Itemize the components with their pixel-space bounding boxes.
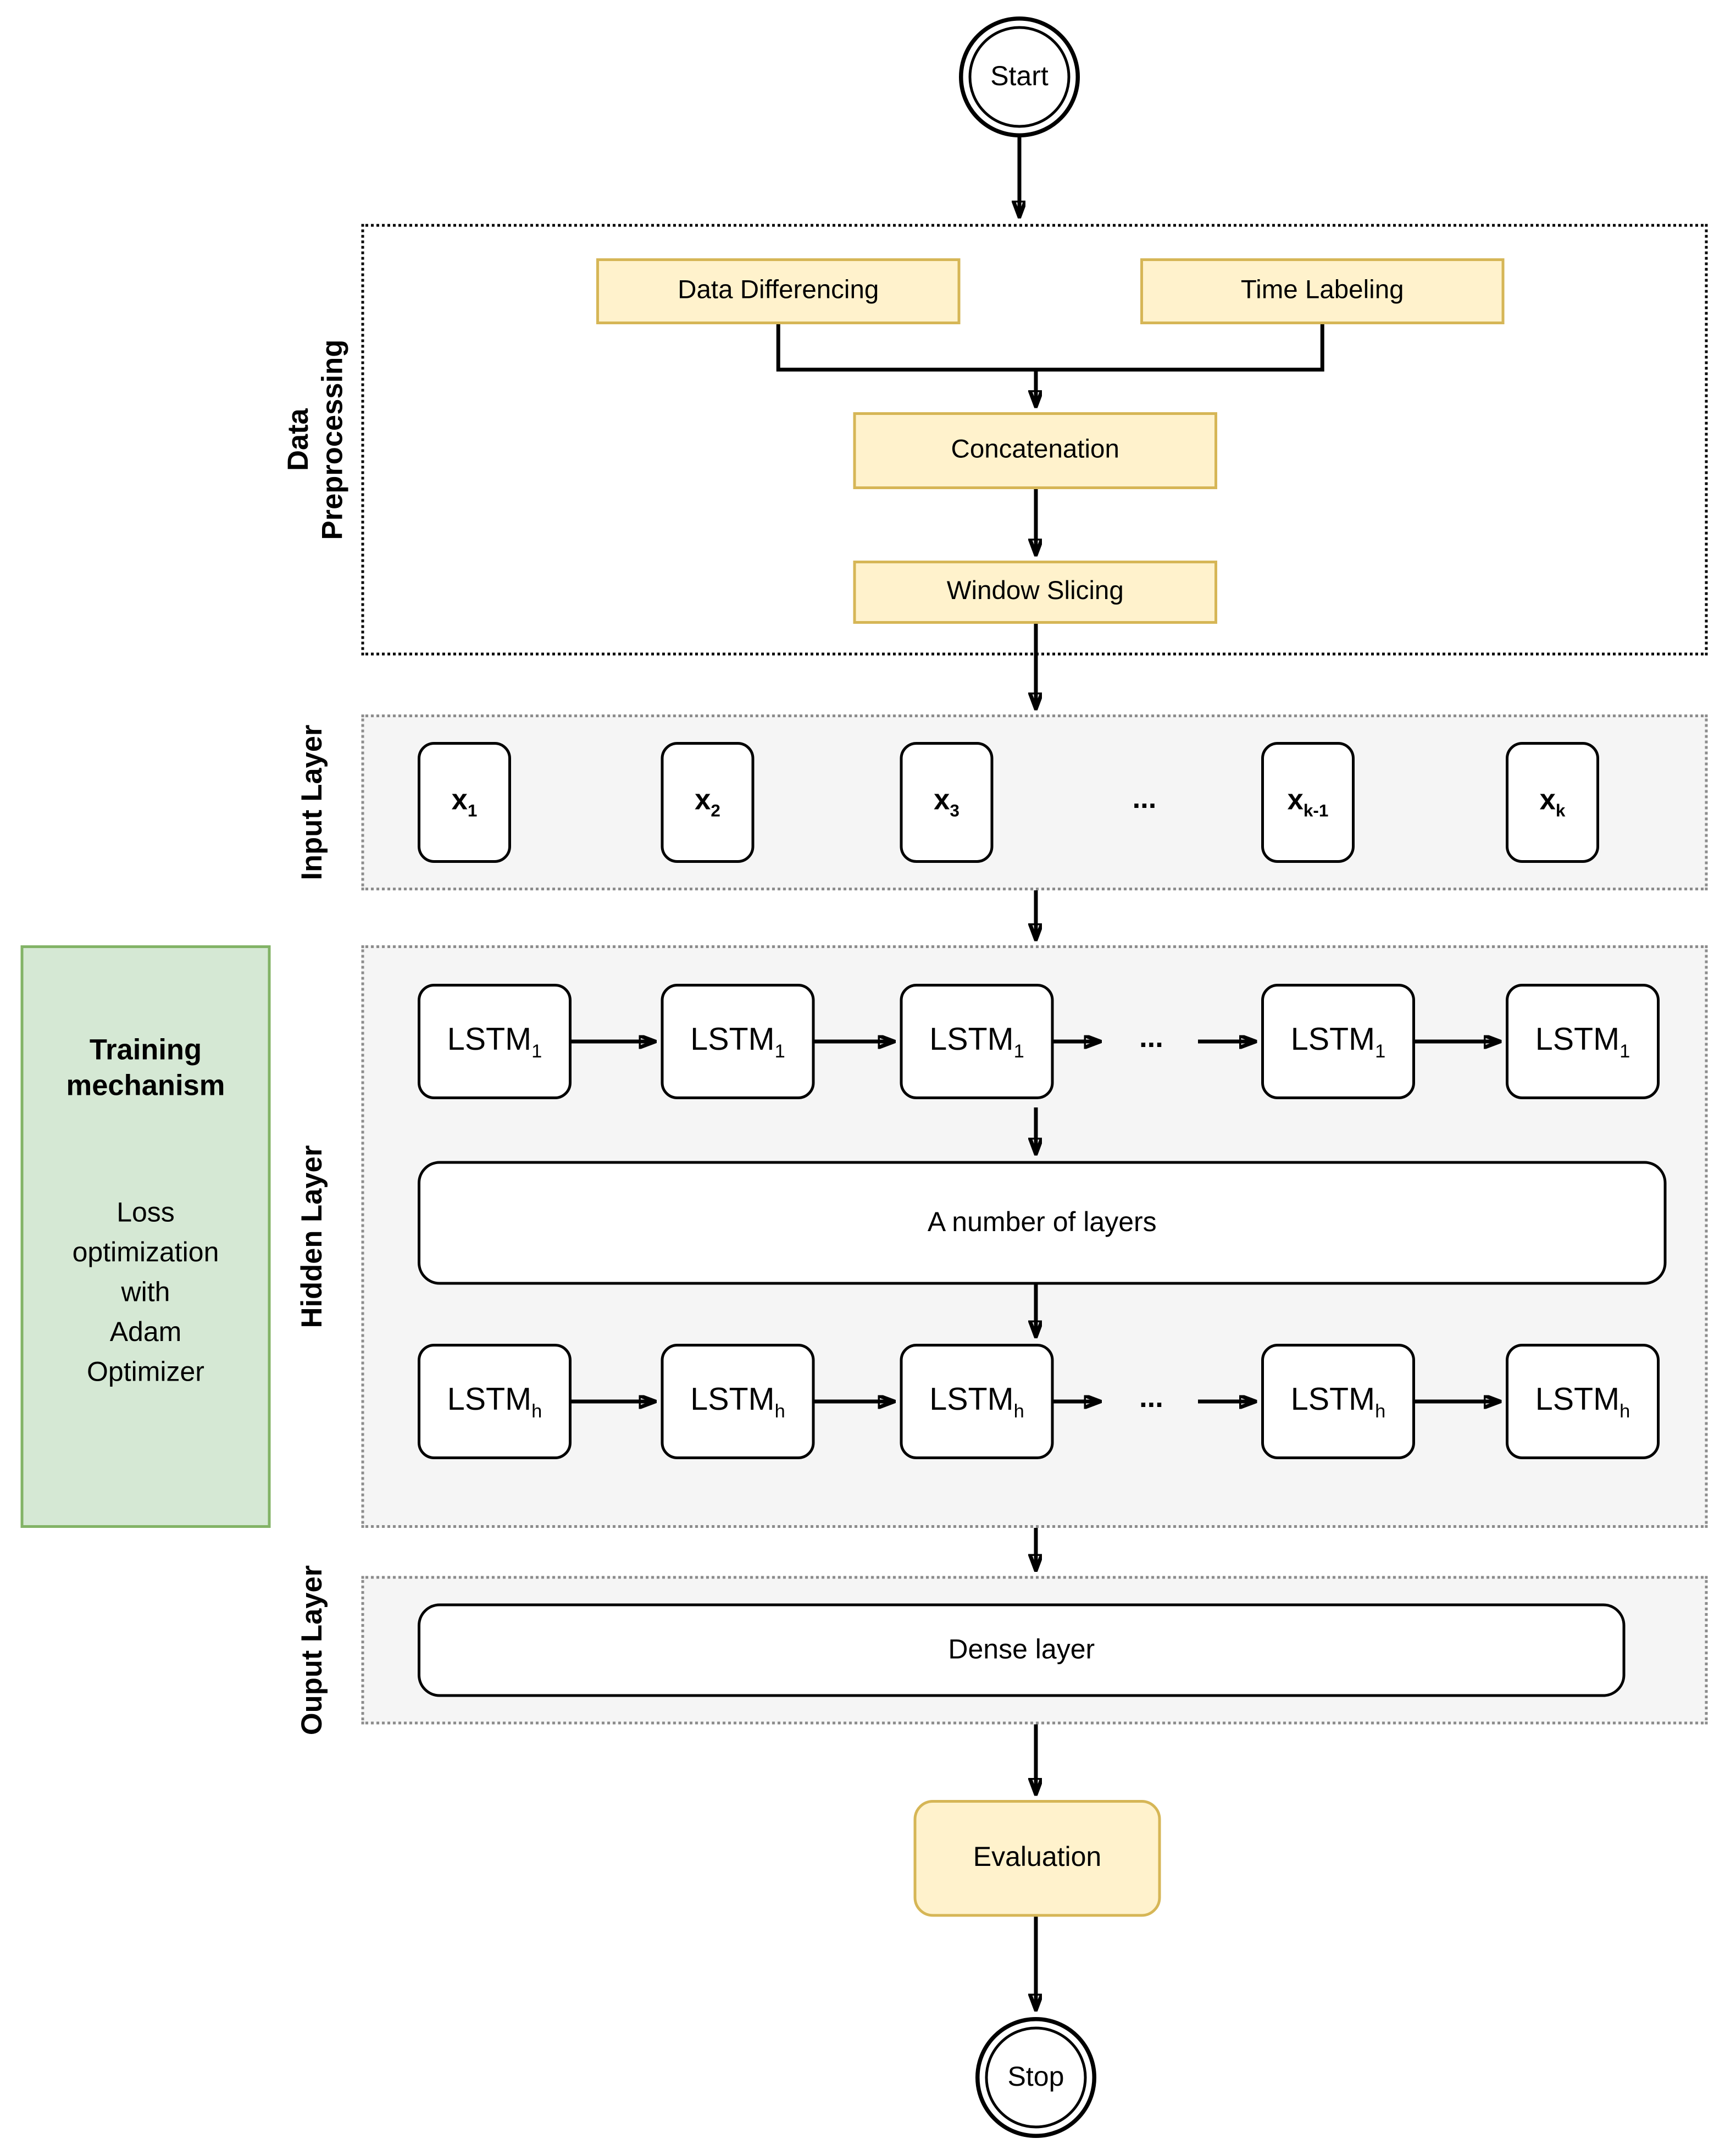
training-mechanism-title: Training mechanism (66, 1034, 225, 1103)
training-mechanism-panel: Training mechanism Loss optimization wit… (20, 945, 271, 1528)
training-body-line: with (121, 1277, 170, 1308)
input-node-label: xk-1 (1287, 784, 1329, 821)
lstm-node-label: LSTM1 (1535, 1021, 1630, 1062)
lstm-node-label: LSTMh (690, 1381, 785, 1422)
lstmh-node-3: LSTMh (900, 1344, 1054, 1459)
input-node-x1: x1 (418, 742, 511, 863)
training-mechanism-body: Loss optimization with Adam Optimizer (24, 1193, 268, 1393)
lstm1-node-5: LSTM1 (1506, 984, 1660, 1099)
input-node-label: x1 (451, 784, 478, 821)
lstm-node-label: LSTM1 (447, 1021, 542, 1062)
lstmh-node-4: LSTMh (1261, 1344, 1415, 1459)
input-node-label: x3 (934, 784, 959, 821)
lstmh-node-5: LSTMh (1506, 1344, 1660, 1459)
lstm-node-label: LSTM1 (929, 1021, 1024, 1062)
training-body-line: Optimizer (87, 1356, 204, 1387)
input-node-x2: x2 (661, 742, 755, 863)
hidden-row2-ellipsis: ... (1139, 1382, 1163, 1414)
lstm1-node-2: LSTM1 (661, 984, 815, 1099)
lstm-node-label: LSTMh (1535, 1381, 1630, 1422)
lstmh-node-2: LSTMh (661, 1344, 815, 1459)
start-node: Start (959, 16, 1080, 137)
lstm1-node-4: LSTM1 (1261, 984, 1415, 1099)
data-differencing-box: Data Differencing (596, 258, 961, 324)
input-node-label: x2 (695, 784, 720, 821)
training-body-line: optimization (72, 1237, 219, 1268)
lstm-node-label: LSTMh (1290, 1381, 1386, 1422)
input-layer-section-label: Input Layer (297, 724, 329, 880)
training-body-line: Loss (117, 1197, 175, 1228)
input-node-x3: x3 (900, 742, 994, 863)
concatenation-box: Concatenation (853, 412, 1217, 489)
number-of-layers-box: A number of layers (418, 1161, 1667, 1285)
lstmh-node-1: LSTMh (418, 1344, 572, 1459)
input-ellipsis: ... (1132, 783, 1157, 815)
hidden-layer-section-label: Hidden Layer (297, 1145, 329, 1328)
lstm-node-label: LSTMh (447, 1381, 542, 1422)
lstm-node-label: LSTMh (929, 1381, 1024, 1422)
input-node-xk: xk (1506, 742, 1599, 863)
stop-node-label: Stop (985, 2026, 1087, 2129)
output-layer-section-label: Ouput Layer (297, 1565, 329, 1736)
training-body-line: Adam (109, 1317, 182, 1348)
input-node-xk1: xk-1 (1261, 742, 1355, 863)
start-node-label: Start (968, 26, 1071, 128)
input-layer-section (361, 714, 1708, 890)
lstm-node-label: LSTM1 (1290, 1021, 1386, 1062)
window-slicing-box: Window Slicing (853, 561, 1217, 624)
evaluation-box: Evaluation (913, 1800, 1161, 1917)
hidden-row1-ellipsis: ... (1139, 1022, 1163, 1054)
time-labeling-box: Time Labeling (1140, 258, 1505, 324)
stop-node: Stop (975, 2017, 1096, 2138)
dense-layer-box: Dense layer (418, 1603, 1626, 1697)
lstm-node-label: LSTM1 (690, 1021, 785, 1062)
preprocessing-section-label: Data Preprocessing (282, 339, 349, 540)
input-node-label: xk (1539, 784, 1566, 821)
lstm1-node-3: LSTM1 (900, 984, 1054, 1099)
lstm1-node-1: LSTM1 (418, 984, 572, 1099)
